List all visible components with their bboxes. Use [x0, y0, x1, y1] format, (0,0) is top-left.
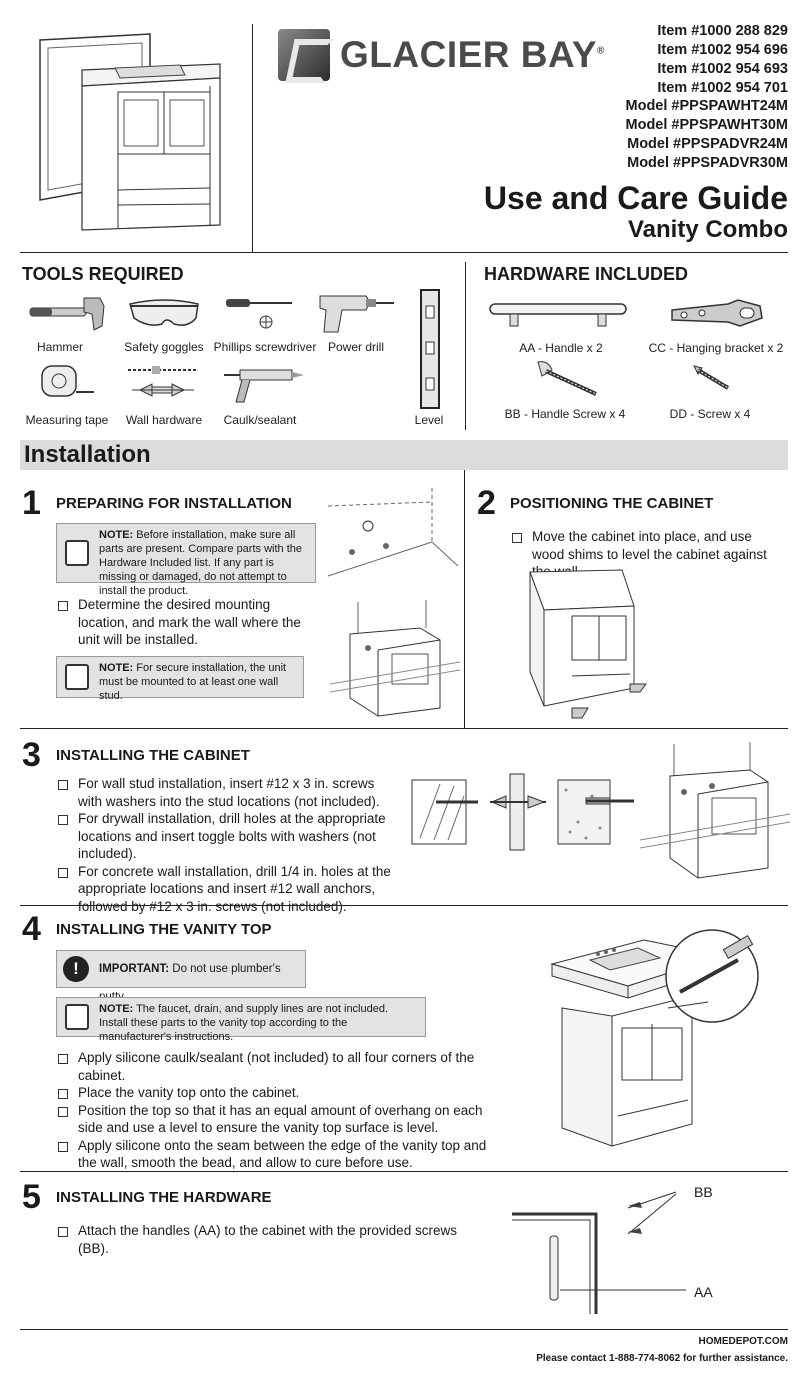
step-5-number: 5 — [22, 1178, 41, 1216]
step-5-bullet: Attach the handles (AA) to the cabinet w… — [56, 1222, 476, 1257]
note-label: NOTE: — [99, 529, 134, 541]
note-label: NOTE: — [99, 1003, 134, 1015]
step-5-title: INSTALLING THE HARDWARE — [56, 1189, 272, 1206]
note-text: The faucet, drain, and supply lines are … — [99, 1003, 389, 1043]
step-1-bullets: Determine the desired mounting location,… — [56, 596, 316, 649]
installation-banner: Installation — [20, 440, 788, 470]
note-icon — [65, 664, 89, 690]
step-3-bullets: For wall stud installation, insert #12 x… — [56, 775, 396, 915]
brand-logo-mark — [278, 29, 330, 81]
tool-label-goggles: Safety goggles — [124, 340, 204, 354]
step-3-title: INSTALLING THE CABINET — [56, 747, 250, 764]
level-icon — [420, 289, 440, 409]
tool-label-screwdriver: Phillips screwdriver — [213, 340, 317, 354]
warning-icon: ! — [63, 956, 89, 982]
vanity-mirror-illustration — [39, 33, 221, 231]
hardware-label-cc: CC - Hanging bracket x 2 — [648, 341, 784, 355]
note-label: NOTE: — [99, 662, 134, 674]
hardware-label-aa: AA - Handle x 2 — [519, 341, 603, 355]
caulk-gun-icon — [224, 369, 304, 403]
model-number: Model #PPSPAWHT24M — [625, 98, 788, 114]
step-3-drywall-toggle-illustration — [490, 773, 546, 851]
step-1-number: 1 — [22, 484, 41, 522]
power-drill-icon — [319, 295, 394, 333]
step-1-title: PREPARING FOR INSTALLATION — [56, 495, 292, 512]
item-number: Item #1002 954 701 — [657, 80, 788, 96]
note-icon — [65, 540, 89, 566]
footer-website: HOMEDEPOT.COM — [698, 1336, 788, 1347]
step-4-bullets: Apply silicone caulk/sealant (not includ… — [56, 1049, 504, 1172]
step-2-cabinet-shim-illustration — [529, 569, 647, 719]
step-2-number: 2 — [477, 484, 496, 522]
important-label: IMPORTANT: — [99, 963, 170, 975]
safety-goggles-icon — [129, 299, 199, 326]
hardware-label-bb: BB - Handle Screw x 4 — [504, 407, 626, 421]
item-number: Item #1002 954 693 — [657, 61, 788, 77]
item-number: Item #1000 288 829 — [657, 23, 788, 39]
callout-aa: AA — [694, 1284, 713, 1300]
wall-hardware-icon — [128, 366, 196, 397]
hardware-label-dd: DD - Screw x 4 — [669, 407, 751, 421]
model-number: Model #PPSPAWHT30M — [625, 117, 788, 133]
tool-label-level: Level — [414, 413, 444, 427]
callout-bb: BB — [694, 1184, 713, 1200]
model-number: Model #PPSPADVR30M — [627, 155, 788, 171]
item-numbers: Item #1000 288 829 Item #1002 954 696 It… — [657, 22, 788, 98]
footer-contact: Please contact 1-888-774-8062 for furthe… — [536, 1353, 788, 1364]
step-1-wall-marking-illustration — [327, 488, 459, 577]
model-number: Model #PPSPADVR24M — [627, 136, 788, 152]
tools-heading: TOOLS REQUIRED — [22, 264, 184, 284]
tool-label-wall-hardware: Wall hardware — [125, 413, 203, 427]
handle-aa-icon — [489, 303, 627, 327]
step-1-cabinet-illustration — [330, 600, 460, 717]
step-4-bullet: Apply silicone onto the seam between the… — [56, 1137, 504, 1172]
page-subtitle: Vanity Combo — [627, 216, 788, 243]
tool-label-caulk: Caulk/sealant — [223, 413, 297, 427]
step-4-vanity-top-illustration — [550, 929, 759, 1147]
step-4-bullet: Place the vanity top onto the cabinet. — [56, 1084, 504, 1102]
handle-screw-bb-icon — [537, 361, 597, 396]
note-text: For secure installation, the unit must b… — [99, 662, 287, 702]
note-text: Before installation, make sure all parts… — [99, 529, 302, 597]
step-4-number: 4 — [22, 910, 41, 948]
item-number: Item #1002 954 696 — [657, 42, 788, 58]
step-3-bullet: For wall stud installation, insert #12 x… — [56, 775, 396, 810]
step-3-concrete-anchor-illustration — [557, 779, 634, 845]
hanging-bracket-cc-icon — [671, 299, 763, 327]
step-2-title: POSITIONING THE CABINET — [510, 495, 714, 512]
step-4-note: NOTE: The faucet, drain, and supply line… — [56, 997, 426, 1043]
screw-dd-icon — [693, 365, 730, 390]
hardware-heading: HARDWARE INCLUDED — [484, 264, 688, 284]
measuring-tape-icon — [41, 365, 94, 397]
step-3-bullet: For concrete wall installation, drill 1/… — [56, 863, 396, 916]
page-title: Use and Care Guide — [483, 180, 788, 216]
brand-logo: GLACIER BAY® — [278, 28, 605, 82]
tool-label-hammer: Hammer — [36, 340, 83, 354]
step-3-cabinet-mount-illustration — [640, 742, 790, 879]
step-4-title: INSTALLING THE VANITY TOP — [56, 921, 272, 938]
tool-label-drill: Power drill — [327, 340, 384, 354]
step-5-bullets: Attach the handles (AA) to the cabinet w… — [56, 1222, 476, 1257]
step-3-number: 3 — [22, 736, 41, 774]
step-4-bullet: Apply silicone caulk/sealant (not includ… — [56, 1049, 504, 1084]
step-3-bullet: For drywall installation, drill holes at… — [56, 810, 396, 863]
hammer-icon — [29, 297, 105, 331]
step-5-handle-illustration — [512, 1191, 686, 1314]
phillips-screwdriver-icon — [226, 299, 292, 329]
installation-heading: Installation — [24, 441, 151, 468]
note-icon — [65, 1004, 89, 1030]
step-4-important: ! IMPORTANT: Do not use plumber's putty. — [56, 950, 306, 1003]
registered-mark: ® — [597, 45, 605, 57]
model-numbers: Model #PPSPAWHT24M Model #PPSPAWHT30M Mo… — [626, 97, 788, 173]
step-3-wall-stud-illustration — [411, 779, 478, 845]
brand-name: GLACIER BAY — [340, 34, 598, 75]
step-4-bullet: Position the top so that it has an equal… — [56, 1102, 504, 1137]
tool-label-measuring-tape: Measuring tape — [25, 413, 109, 427]
step-1-note-2: NOTE: For secure installation, the unit … — [56, 656, 304, 702]
step-1-bullet: Determine the desired mounting location,… — [56, 596, 316, 649]
step-1-note-1: NOTE: Before installation, make sure all… — [56, 523, 316, 597]
